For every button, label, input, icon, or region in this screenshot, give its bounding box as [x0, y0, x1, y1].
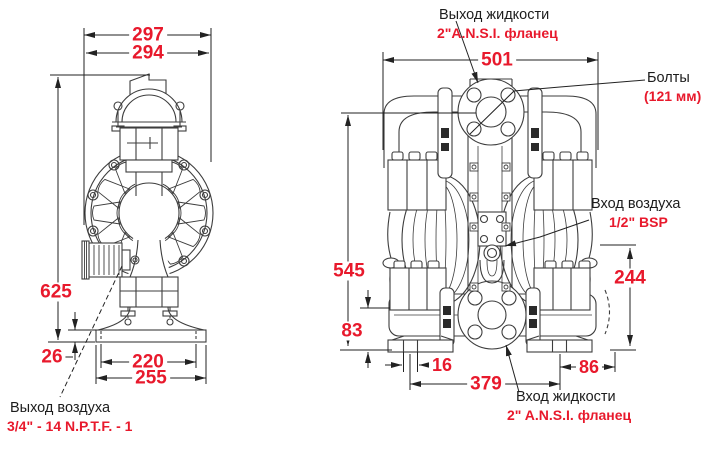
- liquid-outlet-flange: [457, 78, 525, 146]
- upper-bolt-blocks: [387, 151, 593, 211]
- liquid-outlet-label: Выход жидкости: [439, 7, 550, 23]
- air-outlet-leader: [59, 265, 123, 398]
- liquid-outlet-leader: [455, 20, 479, 84]
- dim-foot-to-edge: 86: [575, 358, 603, 376]
- column-bolts: [469, 162, 511, 292]
- air-inlet-label: Вход воздуха: [591, 196, 681, 212]
- liquid-inlet-leader: [505, 344, 520, 393]
- front-view-dimensions: [340, 20, 646, 393]
- liquid-inlet-flange: [457, 280, 527, 350]
- bolts-spec: (121 мм): [644, 88, 702, 104]
- top-cap: [129, 73, 167, 96]
- dim-width-overall-side: 297: [129, 25, 167, 45]
- liquid-outlet-spec: 2"A.N.S.I. фланец: [437, 25, 558, 41]
- liquid-inlet-label: Вход жидкости: [516, 389, 616, 405]
- base-foot: [95, 306, 207, 343]
- dim-outlet-center-height: 545: [330, 261, 368, 281]
- dim-base-slot-width: 16: [428, 356, 456, 374]
- dim-air-inlet-height: 244: [611, 268, 649, 288]
- air-valve: [477, 211, 507, 284]
- dim-base-holes-span: 220: [129, 352, 167, 372]
- bolts-label: Болты: [647, 70, 690, 86]
- liquid-inlet-spec: 2" A.N.S.I. фланец: [507, 407, 632, 423]
- bolts-leader: [469, 79, 646, 135]
- hidden-edge: [604, 289, 611, 335]
- dim-width-overall-front: 501: [478, 50, 516, 70]
- air-inlet-spec: 1/2" BSP: [609, 214, 668, 230]
- top-clamp-bars: [437, 87, 543, 179]
- air-outlet-label: Выход воздуха: [10, 400, 111, 416]
- inlet-manifold: [119, 276, 179, 326]
- bottom-clamp-bars: [439, 287, 541, 347]
- outlet-manifold: [119, 127, 179, 173]
- dim-feet-span: 379: [467, 374, 505, 394]
- muffler: [81, 240, 140, 280]
- dim-height-overall: 625: [37, 282, 75, 302]
- clamp-dome: [111, 88, 187, 132]
- dim-base-width: 255: [132, 368, 170, 388]
- lower-bolt-blocks: [389, 260, 591, 311]
- side-view-dimensions: [48, 28, 212, 398]
- air-inlet-leader: [504, 219, 590, 247]
- dim-base-thickness: 26: [38, 347, 66, 367]
- dim-width-body-side: 294: [129, 43, 167, 63]
- dim-inlet-manifold-height: 83: [338, 321, 366, 341]
- pump-front-view: [382, 78, 611, 353]
- pump-side-view: [81, 73, 214, 343]
- front-feet: [387, 335, 593, 353]
- air-outlet-spec: 3/4" - 14 N.P.T.F. - 1: [7, 418, 133, 434]
